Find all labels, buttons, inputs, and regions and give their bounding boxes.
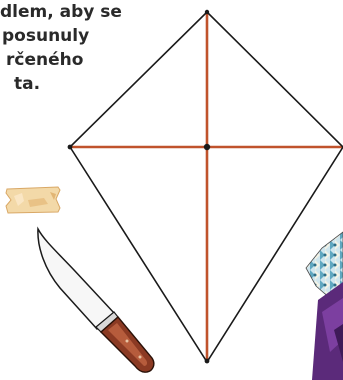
illustration-page: dlem, aby se posunuly rčeného ta. (0, 0, 343, 380)
fabric-icon (0, 0, 343, 380)
